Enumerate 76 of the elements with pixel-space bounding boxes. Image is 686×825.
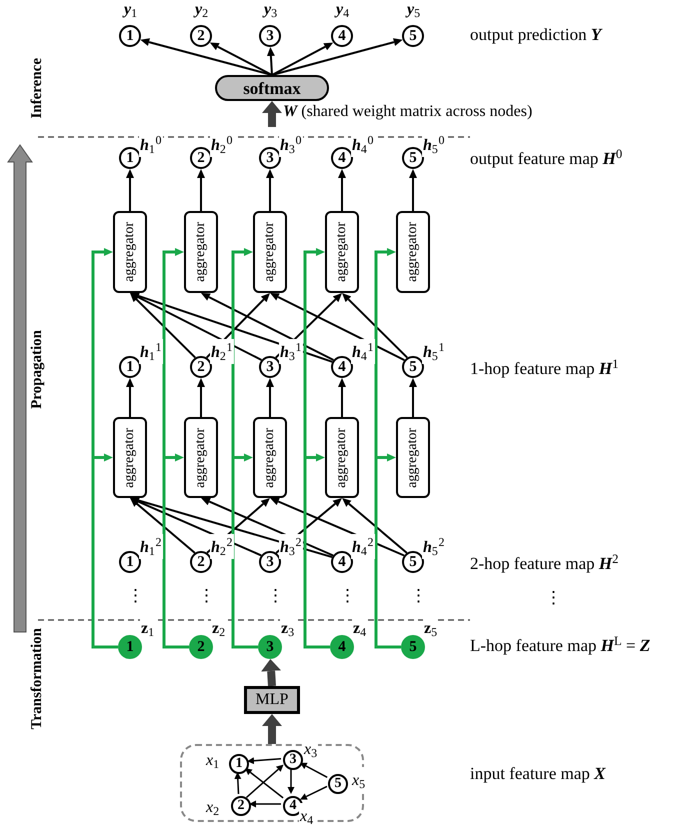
arrow xyxy=(162,248,189,648)
aggregator-label: aggregator xyxy=(123,222,137,282)
row-label: output prediction Y xyxy=(470,26,602,43)
arrow xyxy=(130,293,262,361)
aggregator-label: aggregator xyxy=(406,222,420,282)
row-label: ⋮ xyxy=(545,589,562,606)
arrow xyxy=(126,169,134,211)
row-label: ⋮ xyxy=(410,587,427,604)
arrow xyxy=(234,772,242,794)
arrow xyxy=(197,378,205,417)
aggregator-box xyxy=(113,211,147,293)
arrow xyxy=(288,768,294,794)
arrow xyxy=(409,378,417,417)
arrow xyxy=(140,38,272,76)
aggregator-label: aggregator xyxy=(194,222,208,282)
arrow xyxy=(92,248,118,648)
row-label: output feature map H$^{0}$ xyxy=(470,150,622,167)
aggregator-label: aggregator xyxy=(335,222,349,282)
arrow xyxy=(272,38,403,76)
arrow xyxy=(342,498,408,554)
arrow xyxy=(247,757,282,764)
row-label: 2-hop feature map H$^{2}$ xyxy=(470,555,618,572)
arrow xyxy=(262,101,282,127)
row-label: ⋮ xyxy=(127,587,144,604)
arrow xyxy=(409,169,417,211)
row-label: ⋮ xyxy=(267,587,284,604)
row-label: input feature map X xyxy=(470,765,606,782)
arrow xyxy=(210,42,272,76)
section-label: Inference xyxy=(30,58,45,119)
row-label: ⋮ xyxy=(198,587,215,604)
node-label: x$_{5}$ xyxy=(351,767,366,792)
arrow xyxy=(261,659,282,686)
arrow xyxy=(266,378,274,417)
arrow xyxy=(374,248,401,648)
arrow xyxy=(270,292,405,361)
aggregator-label: aggregator xyxy=(263,222,277,282)
aggregator-box xyxy=(325,417,359,498)
arrow xyxy=(197,169,205,211)
aggregator-label: aggregator xyxy=(194,428,208,488)
arrow xyxy=(126,378,134,417)
softmax-box: softmax xyxy=(215,75,329,101)
arrow xyxy=(130,496,332,558)
arrow xyxy=(272,42,334,76)
arrow xyxy=(130,498,196,554)
aggregator-label: aggregator xyxy=(406,428,420,488)
row-label: L-hop feature map H$^{L}$ = Z xyxy=(470,637,650,654)
section-label: Transformation xyxy=(30,628,45,730)
aggregator-box xyxy=(325,211,359,293)
arrow xyxy=(338,378,346,417)
row-label: 1-hop feature map H$^{1}$ xyxy=(470,360,618,377)
arrow xyxy=(266,169,274,211)
row-label: ⋮ xyxy=(339,587,356,604)
aggregator-box xyxy=(253,211,287,293)
aggregator-box xyxy=(396,417,430,498)
aggregator-box xyxy=(253,417,287,498)
arrow xyxy=(249,800,281,808)
mlp-box: MLP xyxy=(244,686,300,714)
edge-label: W (shared weight matrix across nodes) xyxy=(283,104,532,120)
arrow xyxy=(266,47,275,76)
arrow xyxy=(338,169,346,211)
aggregator-label: aggregator xyxy=(263,428,277,488)
arrow xyxy=(130,292,333,363)
arrow xyxy=(304,248,330,648)
aggregator-box xyxy=(396,211,430,293)
arrow xyxy=(130,292,196,358)
aggregator-box xyxy=(184,417,218,498)
arrow xyxy=(262,714,282,744)
section-label: Propagation xyxy=(30,330,45,409)
aggregator-label: aggregator xyxy=(123,428,137,488)
aggregator-box xyxy=(113,417,147,498)
arrow xyxy=(200,293,334,361)
arrow xyxy=(342,292,408,358)
node-label: x$_{4}$ xyxy=(299,803,314,825)
aggregator-label: aggregator xyxy=(335,428,349,488)
arrow xyxy=(300,786,328,800)
aggregator-box xyxy=(184,211,218,293)
